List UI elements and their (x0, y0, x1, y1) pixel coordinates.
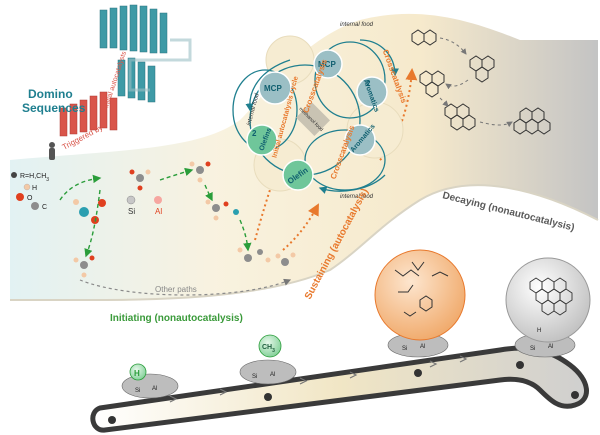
aromatics-top-number: 2 (366, 79, 371, 88)
zeolite-site-1: H Si Al (121, 363, 179, 399)
person-icon (49, 142, 55, 160)
belt-chevrons (169, 355, 468, 403)
internal-food-bottom: internal food (340, 194, 374, 200)
zeolite-site-4: H Si Al (505, 257, 591, 358)
polyaromatic-structures (411, 29, 551, 135)
site1-h: H (134, 369, 140, 378)
site4-h: H (537, 328, 541, 334)
legend-h: H (32, 185, 37, 192)
initiating-arrows (59, 167, 252, 258)
node-mcp-top (313, 49, 343, 79)
methanol-food-box (296, 102, 330, 136)
site2-ch3: CH3 (262, 344, 275, 354)
atom-legend: R=H,CH3 H O C (11, 172, 49, 211)
site1-al: Al (152, 386, 157, 392)
node-olefin-center (282, 159, 314, 191)
molecule-cluster-5 (237, 247, 271, 263)
node-aromatics-right (344, 124, 376, 156)
mcp-top-label: MCP (318, 60, 336, 69)
site4-si: Si (530, 346, 535, 352)
zeolite-site-3: Si Al (374, 249, 466, 358)
node-mcp-left (258, 71, 292, 105)
legend-c: C (42, 204, 47, 211)
site4-al: Al (548, 344, 553, 350)
site3-si: Si (402, 346, 407, 352)
legend-o: O (27, 195, 33, 202)
site2-si: Si (252, 374, 257, 380)
molecule-cluster-2 (189, 161, 211, 183)
other-paths-label: Other paths (155, 285, 197, 294)
molecule-cluster-6 (275, 252, 296, 266)
node-aromatics-top (356, 76, 388, 108)
legend-al: Al (155, 207, 162, 216)
legend-si: Si (128, 207, 135, 216)
belt-gear-icons (108, 361, 579, 424)
molecule-cluster-4 (73, 255, 95, 278)
band-edge-shadow (10, 184, 599, 301)
zeolite-site-2: CH3 Si Al (239, 334, 297, 385)
site2-al: Al (270, 372, 275, 378)
olefins-number: 2 (252, 129, 257, 138)
domino-title-line1: Domino (28, 87, 73, 101)
domino-blocks-red (59, 91, 118, 137)
initiating-label: Initiating (nonautocatalysis) (110, 313, 243, 324)
mcp-left-label: MCP (264, 84, 282, 93)
molecule-cluster-1 (129, 169, 151, 191)
legend-r-label: R=H,CH3 (20, 173, 49, 183)
sustaining-feed-arrows (254, 68, 418, 251)
node-olefins (246, 124, 278, 156)
internal-food-top: internal food (340, 22, 374, 28)
decay-arrows (439, 37, 513, 128)
domino-title-line2: Sequences (22, 101, 86, 115)
site1-si: Si (135, 388, 140, 394)
domino-arrow (128, 38, 192, 92)
site3-al: Al (420, 344, 425, 350)
